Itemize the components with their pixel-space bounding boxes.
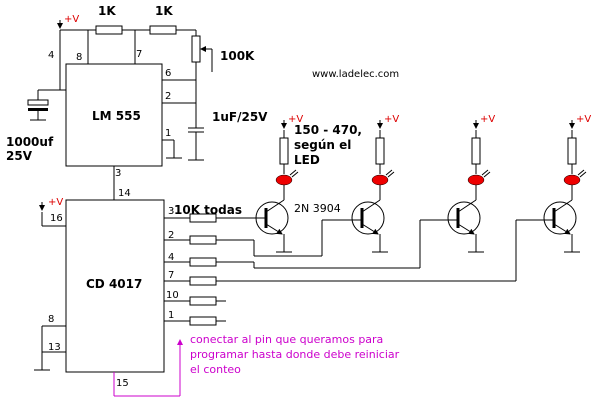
cd4017-ground: [34, 325, 66, 371]
cd4017-pin-2: 2: [168, 230, 174, 241]
lm555-pin-1: 1: [165, 128, 171, 139]
stage4-transistor: [543, 201, 577, 235]
stage1-supply: +V: [288, 114, 303, 125]
led-stage-1: +V 150 - 470, según el LED 2N 3904: [254, 114, 362, 253]
website-label: www.ladelec.com: [312, 69, 399, 80]
cd4017-pin-13: 13: [48, 342, 61, 353]
cd4017-body: [65, 199, 165, 373]
cd4017-pin-15: 15: [116, 378, 129, 389]
output-resistors: 10K todas: [164, 203, 540, 326]
timing-network: 1uF/25V: [113, 72, 268, 200]
lm555-pin-6: 6: [165, 68, 171, 79]
base-resistors-label: 10K todas: [174, 203, 242, 217]
note-line-2: programar hasta donde debe reiniciar: [190, 348, 400, 361]
cd4017-pin-8: 8: [48, 314, 54, 325]
led-resistor-label-1: 150 - 470,: [294, 123, 362, 137]
stage3-led-resistor: [471, 137, 481, 165]
supply-label: +V: [64, 14, 79, 25]
lm555-pin-8: 8: [76, 52, 82, 63]
top-resistor-chain: 1K 1K 100K: [87, 4, 255, 72]
stage4-led: [563, 174, 581, 186]
resistor-1k-b-label: 1K: [155, 4, 173, 18]
capacitor-1000uf-bottom: [28, 108, 48, 111]
supply-label-4017: +V: [48, 197, 63, 208]
capacitor-1000uf-voltage: 25V: [6, 149, 33, 163]
cd4017-pin-10: 10: [166, 290, 179, 301]
stage3-led: [467, 174, 485, 186]
resistor-1k-a: [95, 25, 123, 35]
lm555-pin-2: 2: [165, 91, 171, 102]
lm555-label: LM 555: [92, 109, 141, 123]
capacitor-1000uf-top: [27, 99, 49, 106]
led-stage-2: +V: [350, 114, 399, 253]
potentiometer-label: 100K: [220, 49, 255, 63]
supply-4017: +V: [39, 197, 66, 227]
base-resistor-pin10: [189, 296, 217, 306]
base-resistor-pin7: [189, 276, 217, 286]
supply-top-555: +V: [57, 14, 88, 31]
base-resistor-pin4: [189, 257, 217, 267]
lm555-body: [65, 63, 163, 167]
resistor-1k-a-label: 1K: [98, 4, 116, 18]
capacitor-1000uf-label: 1000uf: [6, 135, 54, 149]
note-line-3: el conteo: [190, 363, 241, 376]
resistor-1k-b: [149, 25, 177, 35]
cd4017-pin-4: 4: [168, 252, 174, 263]
lm555-chip: LM 555 4 8 7 6 2 1 3: [48, 49, 171, 179]
potentiometer: [191, 35, 201, 63]
cd4017-label: CD 4017: [86, 277, 142, 291]
stage1-led-resistor: [279, 137, 289, 165]
transistor-label: 2N 3904: [294, 202, 341, 215]
stage2-led: [371, 174, 389, 186]
base-resistor-pin1: [189, 316, 217, 326]
led-resistor-label-3: LED: [294, 153, 320, 167]
stage4-led-resistor: [567, 137, 577, 165]
lm555-pin-3: 3: [115, 168, 121, 179]
led-stage-4: +V: [540, 114, 591, 253]
cd4017-pin-7: 7: [168, 270, 174, 281]
capacitor-timing-label: 1uF/25V: [212, 110, 268, 124]
stage2-transistor: [351, 201, 385, 235]
note-line-1: conectar al pin que queramos para: [190, 333, 383, 346]
cd4017-pin-3: 3: [168, 206, 174, 217]
base-resistor-pin2: [189, 235, 217, 245]
lm555-pin-7: 7: [136, 49, 142, 60]
cd4017-pin-16: 16: [50, 213, 63, 224]
lm555-pin-4: 4: [48, 50, 54, 61]
supply-cap-1000uf: 1000uf 25V: [6, 30, 66, 163]
led-resistor-label-2: según el: [294, 138, 351, 152]
cd4017-chip: CD 4017 14 16 3 2 4 7 10 1 8 13 15: [48, 188, 179, 389]
led-stage-3: +V: [446, 114, 495, 253]
stage3-supply: +V: [480, 114, 495, 125]
stage3-transistor: [447, 201, 481, 235]
stage1-led: [275, 174, 293, 186]
stage2-supply: +V: [384, 114, 399, 125]
cd4017-pin-1: 1: [168, 310, 174, 321]
cd4017-pin-14: 14: [118, 188, 131, 199]
reset-note: conectar al pin que queramos para progra…: [113, 333, 400, 397]
stage2-led-resistor: [375, 137, 385, 165]
stage4-supply: +V: [576, 114, 591, 125]
